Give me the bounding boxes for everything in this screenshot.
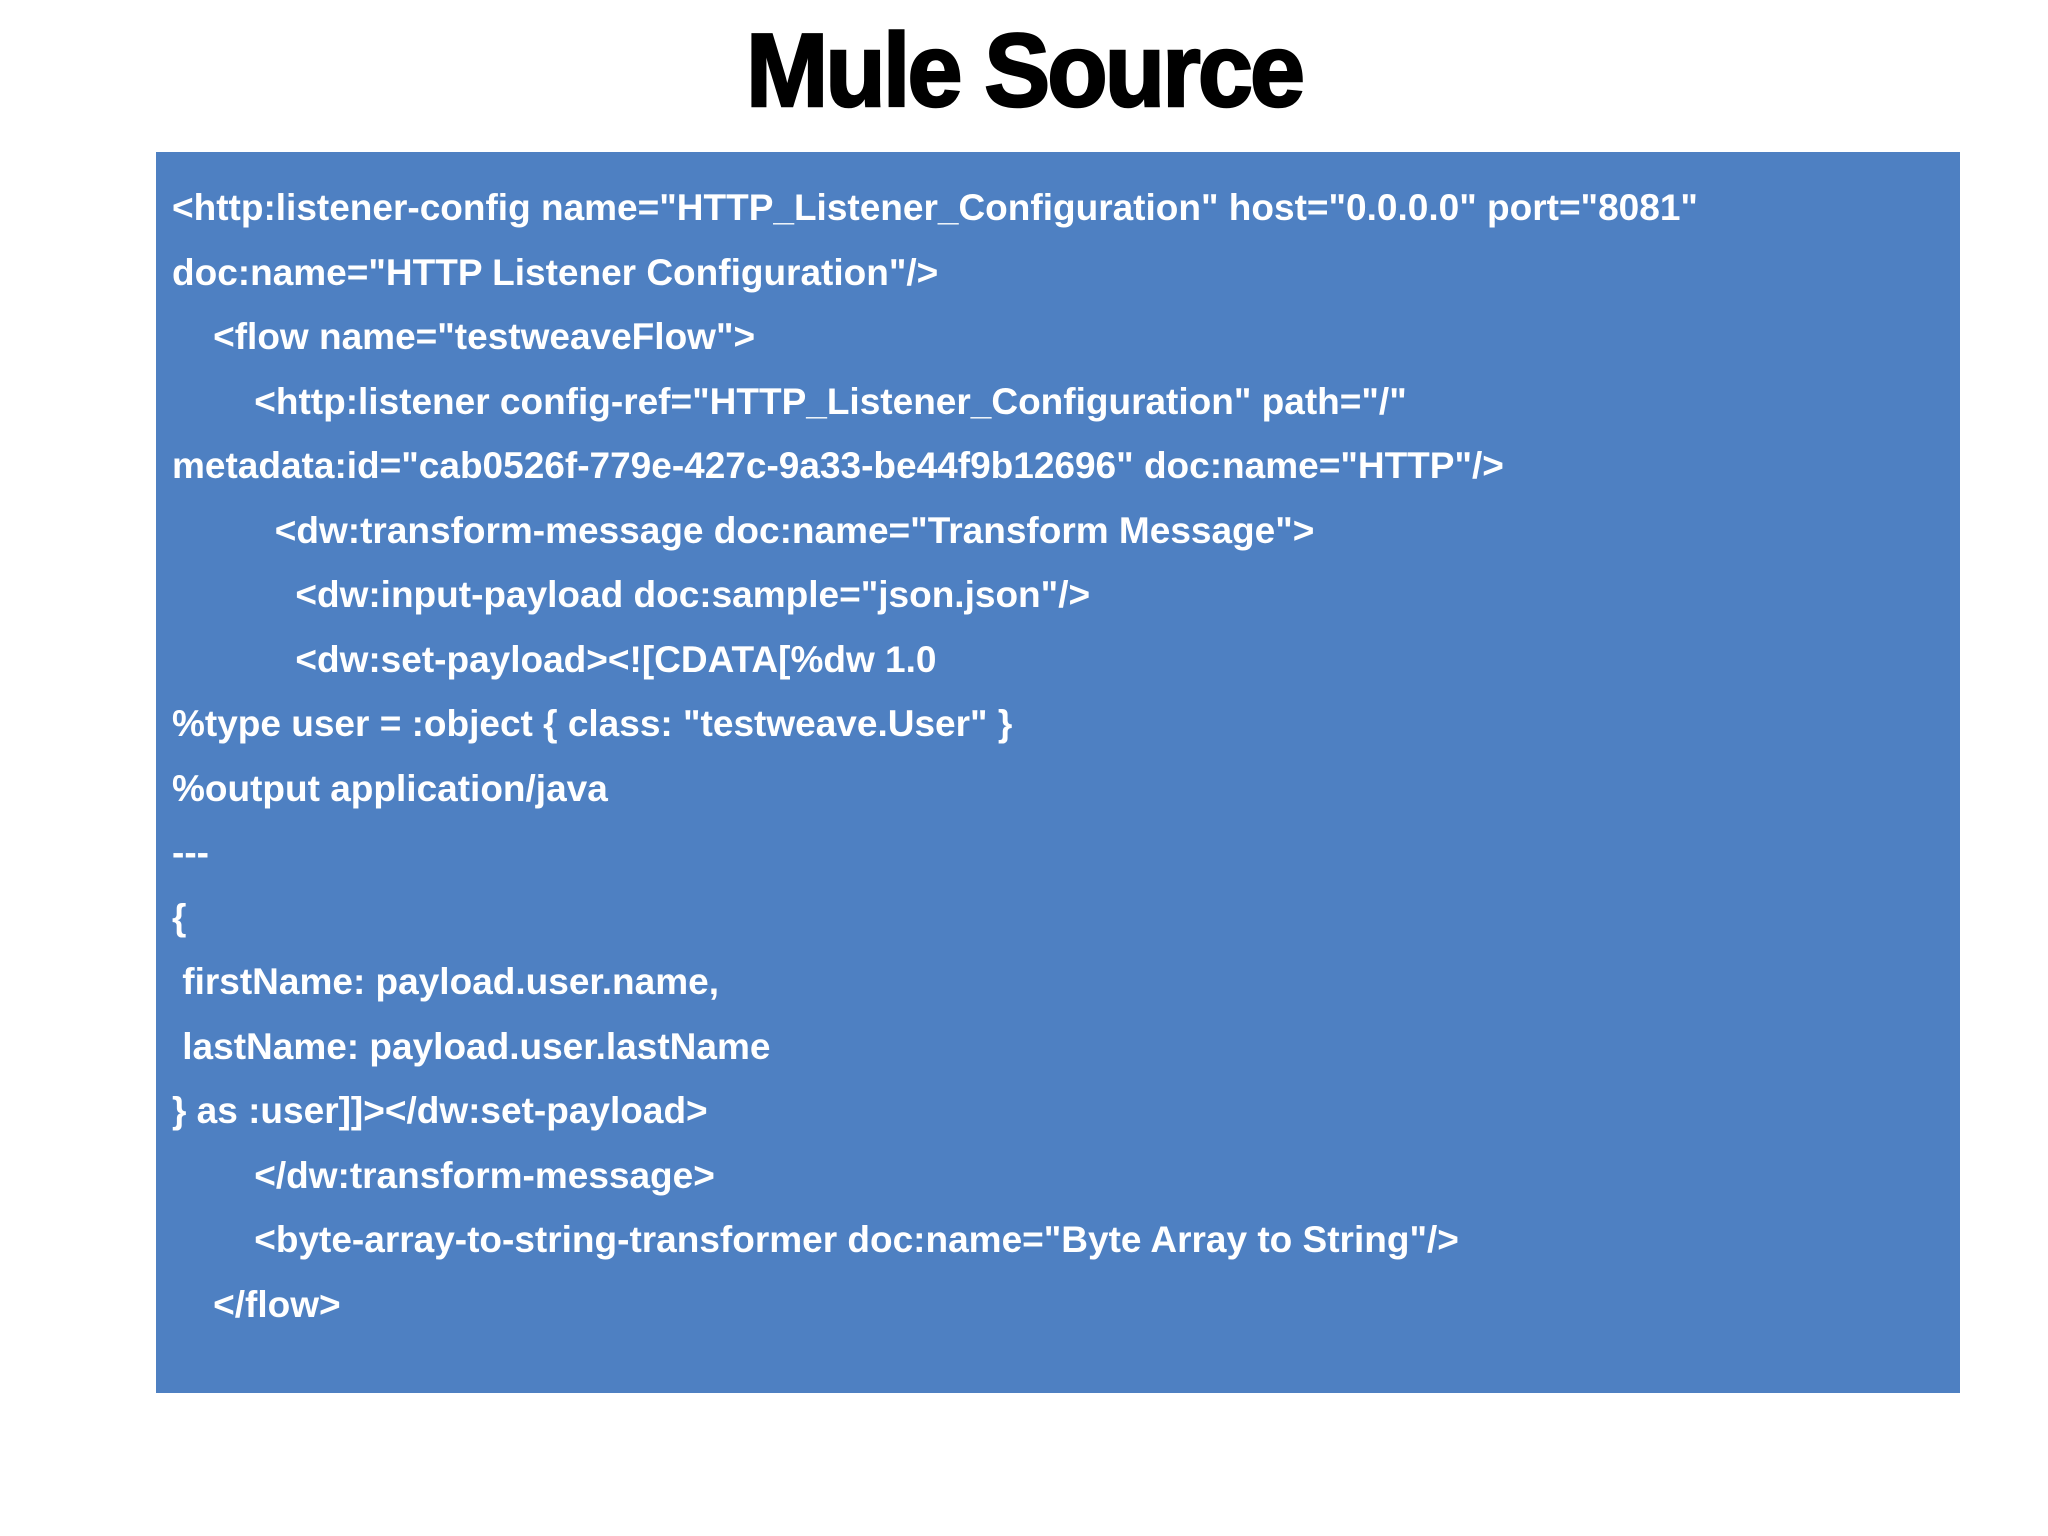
code-line: doc:name="HTTP Listener Configuration"/> (172, 251, 939, 293)
code-line: <dw:set-payload><![CDATA[%dw 1.0 (172, 638, 937, 680)
code-line: } as :user]]></dw:set-payload> (172, 1090, 708, 1131)
code-panel: <http:listener-config name="HTTP_Listene… (156, 152, 1960, 1393)
code-line: firstName: payload.user.name, (172, 961, 719, 1002)
code-line: </flow> (172, 1283, 341, 1325)
code-line: </dw:transform-message> (172, 1154, 715, 1196)
code-line: %output application/java (172, 767, 608, 809)
code-line: <http:listener-config name="HTTP_Listene… (172, 187, 1698, 228)
code-line: <dw:transform-message doc:name="Transfor… (172, 509, 1315, 551)
code-line: %type user = :object { class: "testweave… (172, 703, 1013, 744)
code-line: <dw:input-payload doc:sample="json.json"… (172, 574, 1091, 615)
code-line: <http:listener config-ref="HTTP_Listener… (172, 380, 1407, 422)
code-line: metadata:id="cab0526f-779e-427c-9a33-be4… (172, 445, 1504, 486)
code-line: <byte-array-to-string-transformer doc:na… (172, 1219, 1459, 1260)
code-line: <flow name="testweaveFlow"> (172, 316, 756, 357)
page-title: Mule Source (745, 12, 1306, 131)
code-line: --- (172, 832, 209, 873)
code-line: { (172, 896, 187, 938)
code-line: lastName: payload.user.lastName (172, 1025, 771, 1067)
